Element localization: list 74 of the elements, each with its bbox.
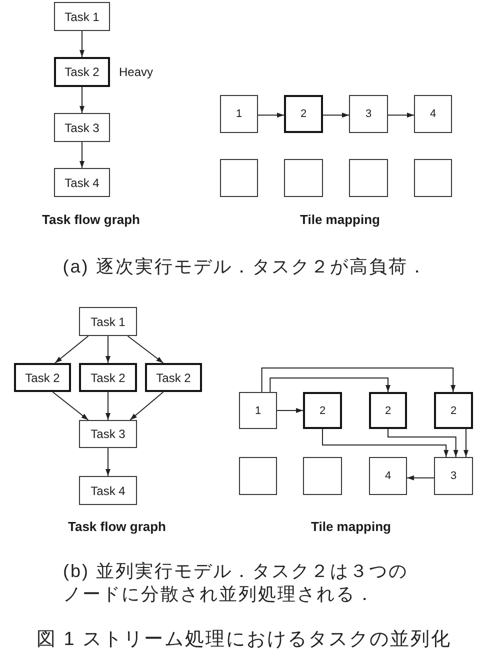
task-label: Task 4 [90, 484, 126, 498]
tile-number: 4 [384, 470, 392, 482]
task-box [54, 57, 110, 87]
tile-number: 3 [450, 470, 457, 482]
arrow [322, 112, 350, 118]
arrow [388, 428, 458, 458]
arrow [261, 368, 456, 392]
arrow [106, 336, 110, 364]
tile-number: 1 [254, 404, 262, 416]
task-box [54, 2, 110, 31]
task-box [79, 307, 137, 336]
task-box [79, 476, 137, 505]
arrow [52, 392, 89, 420]
arrow [80, 30, 84, 58]
tile-number: 2 [450, 404, 457, 416]
tile-number: 1 [236, 108, 242, 120]
panel-title: Tile mapping [300, 212, 380, 228]
tile-box [369, 457, 407, 495]
arrow [258, 112, 284, 118]
panel-title: Task flow graph [42, 212, 140, 228]
tile-number: 2 [384, 404, 392, 416]
task-box [79, 363, 137, 392]
arrow [322, 428, 449, 458]
arrow [130, 392, 164, 420]
tile-box [303, 457, 342, 495]
task-box [79, 420, 137, 448]
tile-box [414, 95, 452, 133]
arrow [54, 336, 89, 364]
tile-box [220, 95, 258, 133]
arrow [406, 475, 434, 480]
tile-box [369, 392, 407, 429]
tile-number: 4 [430, 108, 436, 120]
task-box [14, 363, 71, 392]
task-label: Task 2 [156, 370, 191, 384]
tile-number: 2 [300, 108, 307, 120]
task-label: Task 2 [90, 370, 126, 384]
task-label: Task 4 [64, 176, 100, 190]
arrow [80, 86, 84, 114]
task-label: Task 3 [90, 427, 126, 441]
arrow [463, 428, 468, 458]
tile-box [349, 159, 388, 197]
task-label: Task 3 [64, 120, 100, 134]
arrow [106, 392, 110, 420]
task-box [54, 113, 110, 142]
tile-box [220, 159, 258, 197]
tile-box [349, 95, 388, 133]
arrow [106, 448, 110, 476]
tile-box [239, 392, 277, 429]
figure-caption: 図 1 ストリーム処理におけるタスクの並列化 [36, 628, 452, 652]
task-box [145, 363, 202, 392]
task-label: Task 1 [64, 10, 100, 24]
arrow [80, 142, 84, 168]
task-label: Task 2 [25, 370, 60, 384]
subfigure-caption: (b) 並列実行モデル．タスク２は３つのノードに分散され並列処理される． [63, 560, 409, 606]
panel-title: Task flow graph [68, 519, 166, 535]
arrow [388, 112, 414, 118]
arrow [127, 336, 164, 364]
node-note: Heavy [119, 65, 154, 79]
task-label: Task 1 [90, 314, 126, 328]
tile-box [303, 392, 342, 429]
tile-number: 3 [365, 108, 372, 120]
arrow [276, 408, 304, 413]
tile-number: 2 [319, 404, 326, 416]
tile-box [284, 159, 323, 197]
tile-box [414, 159, 452, 197]
tile-box [239, 457, 277, 495]
arrow [270, 378, 390, 392]
panel-title: Tile mapping [311, 519, 391, 535]
task-box [54, 168, 110, 197]
tile-box [434, 457, 473, 495]
tile-box [284, 95, 323, 133]
subfigure-caption: (a) 逐次実行モデル．タスク２が高負荷． [62, 256, 428, 278]
task-label: Task 2 [64, 65, 100, 79]
tile-box [434, 392, 473, 429]
